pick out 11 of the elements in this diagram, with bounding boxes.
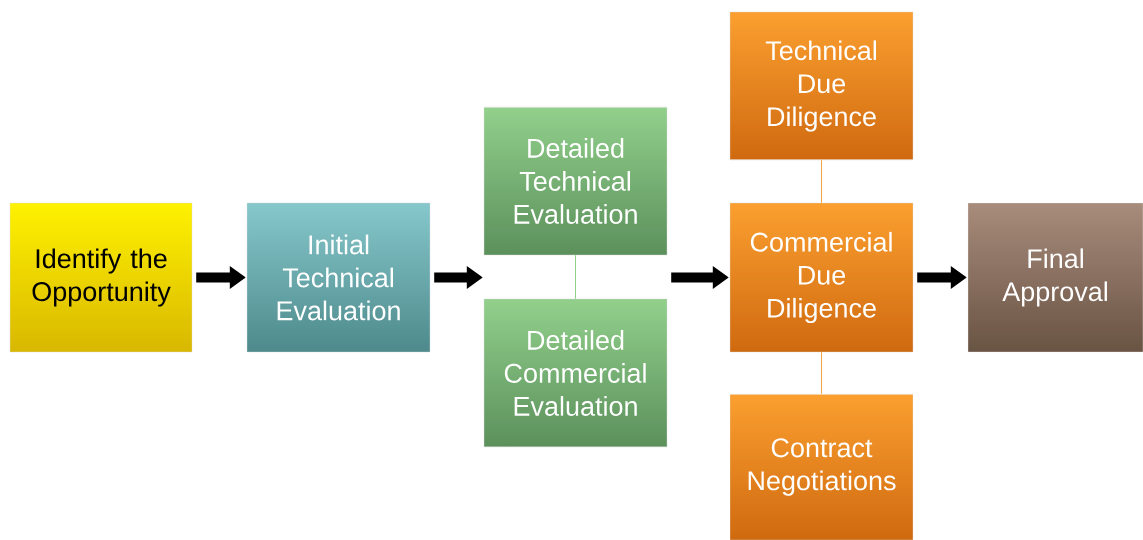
connector-line (821, 351, 822, 395)
process-box: Initial Technical Evaluation (246, 202, 431, 353)
connector-line (575, 254, 576, 300)
process-box: Final Approval (967, 202, 1143, 353)
connector-line (821, 159, 822, 204)
process-box: Technical Due Diligence (729, 11, 914, 161)
process-box: Identify the Opportunity (9, 202, 193, 353)
process-box: Detailed Commercial Evaluation (483, 298, 668, 448)
process-box: Contract Negotiations (729, 393, 914, 540)
process-box: Detailed Technical Evaluation (483, 106, 668, 256)
process-box: Commercial Due Diligence (729, 202, 914, 353)
